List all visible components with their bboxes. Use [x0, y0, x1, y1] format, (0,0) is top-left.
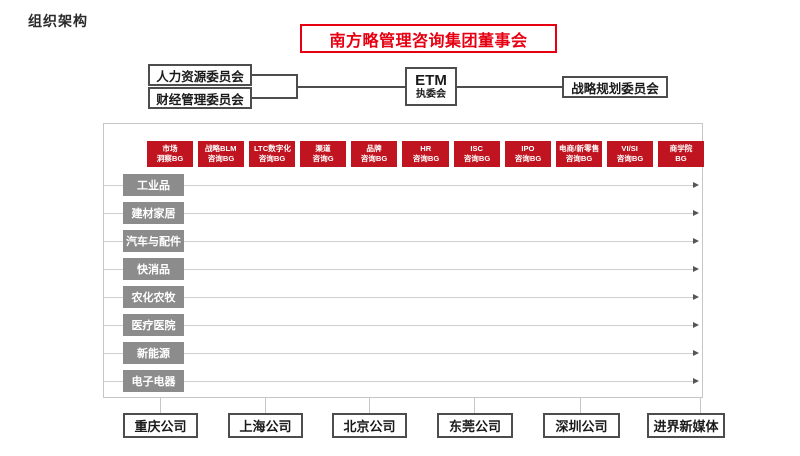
subsidiary-shanghai: 上海公司	[228, 413, 303, 438]
industry-row-line	[104, 381, 696, 382]
hr-committee-box: 人力资源委员会	[148, 64, 252, 86]
subsidiary-dongguan: 东莞公司	[437, 413, 513, 438]
industry-label-building-materials: 建材家居	[123, 202, 184, 224]
arrow-right-icon	[693, 266, 699, 272]
matrix-container: 市场 洞察BG 战略BLM 咨询BG LTC数字化 咨询BG 渠道 咨询G 品牌…	[103, 123, 705, 398]
industry-label-electronics: 电子电器	[123, 370, 184, 392]
arrow-right-icon	[693, 294, 699, 300]
industry-label-new-energy: 新能源	[123, 342, 184, 364]
connector-line	[251, 97, 298, 99]
connector-line	[700, 398, 701, 413]
bg-column-ltc-digital: LTC数字化 咨询BG	[249, 141, 296, 167]
arrow-right-icon	[693, 182, 699, 188]
etm-executive-box: ETM 执委会	[405, 67, 457, 106]
industry-label-medical: 医疗医院	[123, 314, 184, 336]
strategy-committee-box: 战略规划委员会	[562, 76, 668, 98]
connector-line	[160, 398, 161, 413]
subsidiary-shenzhen: 深圳公司	[543, 413, 620, 438]
industry-row-line	[104, 185, 696, 186]
bg-column-strategy-blm: 战略BLM 咨询BG	[198, 141, 245, 167]
industry-row-line	[104, 241, 696, 242]
connector-line	[580, 398, 581, 413]
industry-row-line	[104, 353, 696, 354]
industry-row-line	[104, 213, 696, 214]
industry-label-fmcg: 快消品	[123, 258, 184, 280]
industry-label-industrial: 工业品	[123, 174, 184, 196]
bg-column-brand: 品牌 咨询BG	[351, 141, 398, 167]
arrow-right-icon	[693, 238, 699, 244]
connector-line	[457, 86, 562, 88]
bg-column-vi-si: VI/SI 咨询BG	[606, 141, 653, 167]
industry-label-agriculture: 农化农牧	[123, 286, 184, 308]
etm-label: ETM	[415, 71, 447, 89]
bg-column-channel: 渠道 咨询G	[300, 141, 347, 167]
page-title: 组织架构	[28, 13, 88, 29]
bg-header-row: 市场 洞察BG 战略BLM 咨询BG LTC数字化 咨询BG 渠道 咨询G 品牌…	[147, 141, 705, 167]
industry-row-line	[104, 297, 696, 298]
bg-column-business-school: 商学院 BG	[657, 141, 705, 167]
industry-label-auto-parts: 汽车与配件	[123, 230, 184, 252]
bg-column-market: 市场 洞察BG	[147, 141, 194, 167]
connector-line	[474, 398, 475, 413]
industry-row-line	[104, 325, 696, 326]
etm-sublabel: 执委会	[416, 89, 446, 101]
arrow-right-icon	[693, 378, 699, 384]
arrow-right-icon	[693, 322, 699, 328]
arrow-right-icon	[693, 350, 699, 356]
bg-column-ipo: IPO 咨询BG	[504, 141, 551, 167]
finance-committee-box: 财经管理委员会	[148, 87, 252, 109]
industry-row-line	[104, 269, 696, 270]
subsidiary-beijing: 北京公司	[332, 413, 407, 438]
bg-column-isc: ISC 咨询BG	[453, 141, 500, 167]
board-title-box: 南方略管理咨询集团董事会	[300, 24, 557, 53]
subsidiary-chongqing: 重庆公司	[123, 413, 198, 438]
bg-column-hr: HR 咨询BG	[402, 141, 449, 167]
connector-line	[369, 398, 370, 413]
subsidiary-new-media: 进界新媒体	[647, 413, 725, 438]
arrow-right-icon	[693, 210, 699, 216]
connector-line	[296, 86, 405, 88]
connector-line	[265, 398, 266, 413]
connector-line	[251, 74, 298, 76]
bg-column-ecommerce: 电商/新零售 咨询BG	[555, 141, 602, 167]
